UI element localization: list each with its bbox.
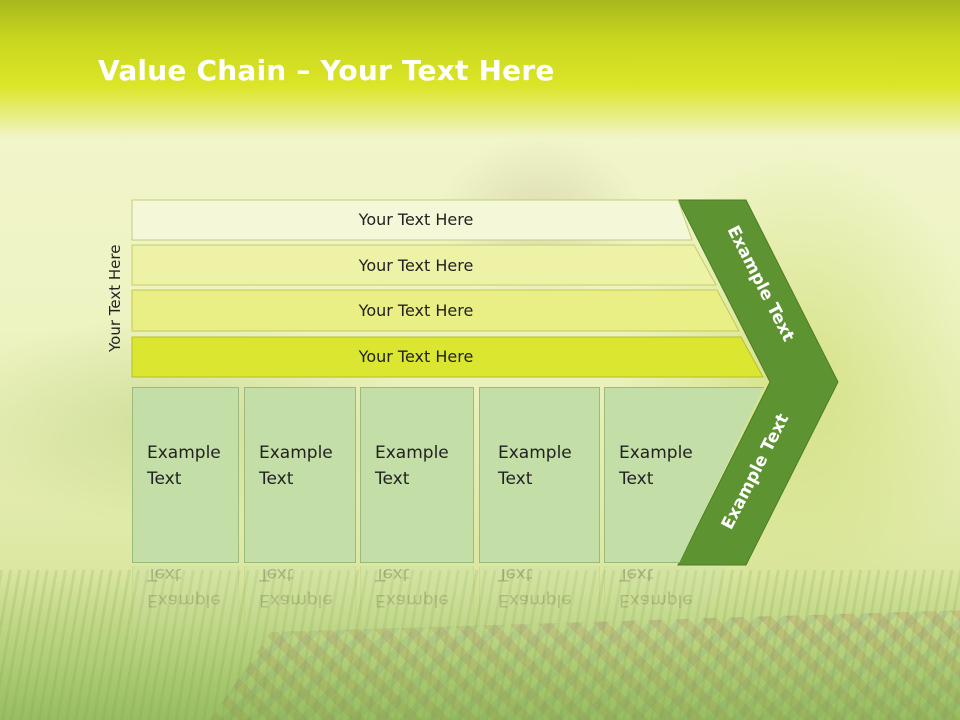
slide-title: Value Chain – Your Text Here bbox=[98, 54, 555, 87]
title-bold: Value Chain bbox=[98, 54, 287, 87]
box-2-line-1: Example bbox=[259, 443, 333, 463]
row-1-label: Your Text Here bbox=[358, 210, 474, 229]
row-2-label: Your Text Here bbox=[358, 256, 474, 275]
activity-box-3: Example Text bbox=[360, 387, 474, 563]
box-5-line-1: Example bbox=[619, 443, 693, 463]
box-4-line-2: Text bbox=[498, 469, 533, 489]
box-5-line-2: Text bbox=[619, 469, 654, 489]
title-band bbox=[0, 0, 960, 138]
box-1-line-1: Example bbox=[147, 443, 221, 463]
row-2-bg bbox=[131, 244, 717, 286]
row-3-bg bbox=[131, 289, 740, 332]
box-2-line-2: Text bbox=[259, 469, 294, 489]
box-4-line-1: Example bbox=[498, 443, 572, 463]
box-3-line-1: Example bbox=[375, 443, 449, 463]
row-4-bg bbox=[131, 336, 764, 378]
row-4-label: Your Text Here bbox=[358, 347, 474, 366]
activity-box-2: Example Text bbox=[244, 387, 356, 563]
chevron-shape bbox=[677, 199, 839, 566]
box-3-line-2: Text bbox=[375, 469, 410, 489]
row-3-label: Your Text Here bbox=[358, 301, 474, 320]
row-1-bg bbox=[131, 199, 693, 241]
activity-box-1: Example Text bbox=[132, 387, 239, 563]
box-1-line-2: Text bbox=[147, 469, 182, 489]
title-rest: – Your Text Here bbox=[286, 54, 555, 87]
grass-foreground bbox=[0, 570, 960, 720]
activity-box-4: Example Text bbox=[479, 387, 600, 563]
